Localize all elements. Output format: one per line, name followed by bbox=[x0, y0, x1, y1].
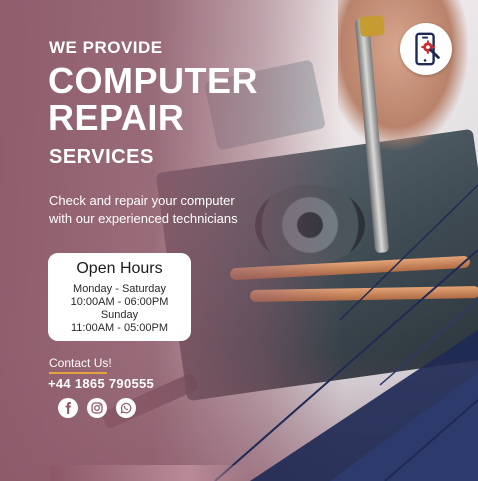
subheadline: SERVICES bbox=[49, 146, 154, 168]
phone-number[interactable]: +44 1865 790555 bbox=[48, 376, 155, 391]
facebook-icon[interactable] bbox=[58, 398, 78, 418]
facebook-glyph bbox=[65, 402, 71, 414]
weekend-time: 11:00AM - 05:00PM bbox=[70, 322, 168, 334]
phone-gear-repair-icon bbox=[400, 23, 452, 75]
tagline-line-2: with our experienced technicians bbox=[49, 211, 238, 226]
instagram-icon[interactable] bbox=[87, 398, 107, 418]
contact-underline bbox=[49, 372, 107, 374]
instagram-glyph bbox=[91, 402, 103, 414]
open-hours-title: Open Hours bbox=[76, 260, 163, 277]
whatsapp-glyph bbox=[120, 402, 132, 414]
tagline: Check and repair your computer with our … bbox=[49, 192, 269, 228]
weekday-time: 10:00AM - 06:00PM bbox=[70, 296, 169, 308]
contact-label: Contact Us! bbox=[49, 356, 112, 370]
tagline-line-1: Check and repair your computer bbox=[49, 193, 235, 208]
weekend-label: Sunday bbox=[100, 309, 139, 321]
headline-line-2: REPAIR bbox=[48, 97, 185, 138]
logo-glyph bbox=[415, 32, 440, 66]
headline-line-1: COMPUTER bbox=[48, 60, 258, 101]
open-hours-card: Open Hours Monday - Saturday 10:00AM - 0… bbox=[48, 253, 191, 341]
headline: COMPUTER REPAIR bbox=[48, 62, 258, 136]
whatsapp-icon[interactable] bbox=[116, 398, 136, 418]
bottom-accent-bar bbox=[50, 465, 250, 481]
eyebrow-text: WE PROVIDE bbox=[49, 38, 163, 57]
weekday-label: Monday - Saturday bbox=[73, 283, 166, 295]
